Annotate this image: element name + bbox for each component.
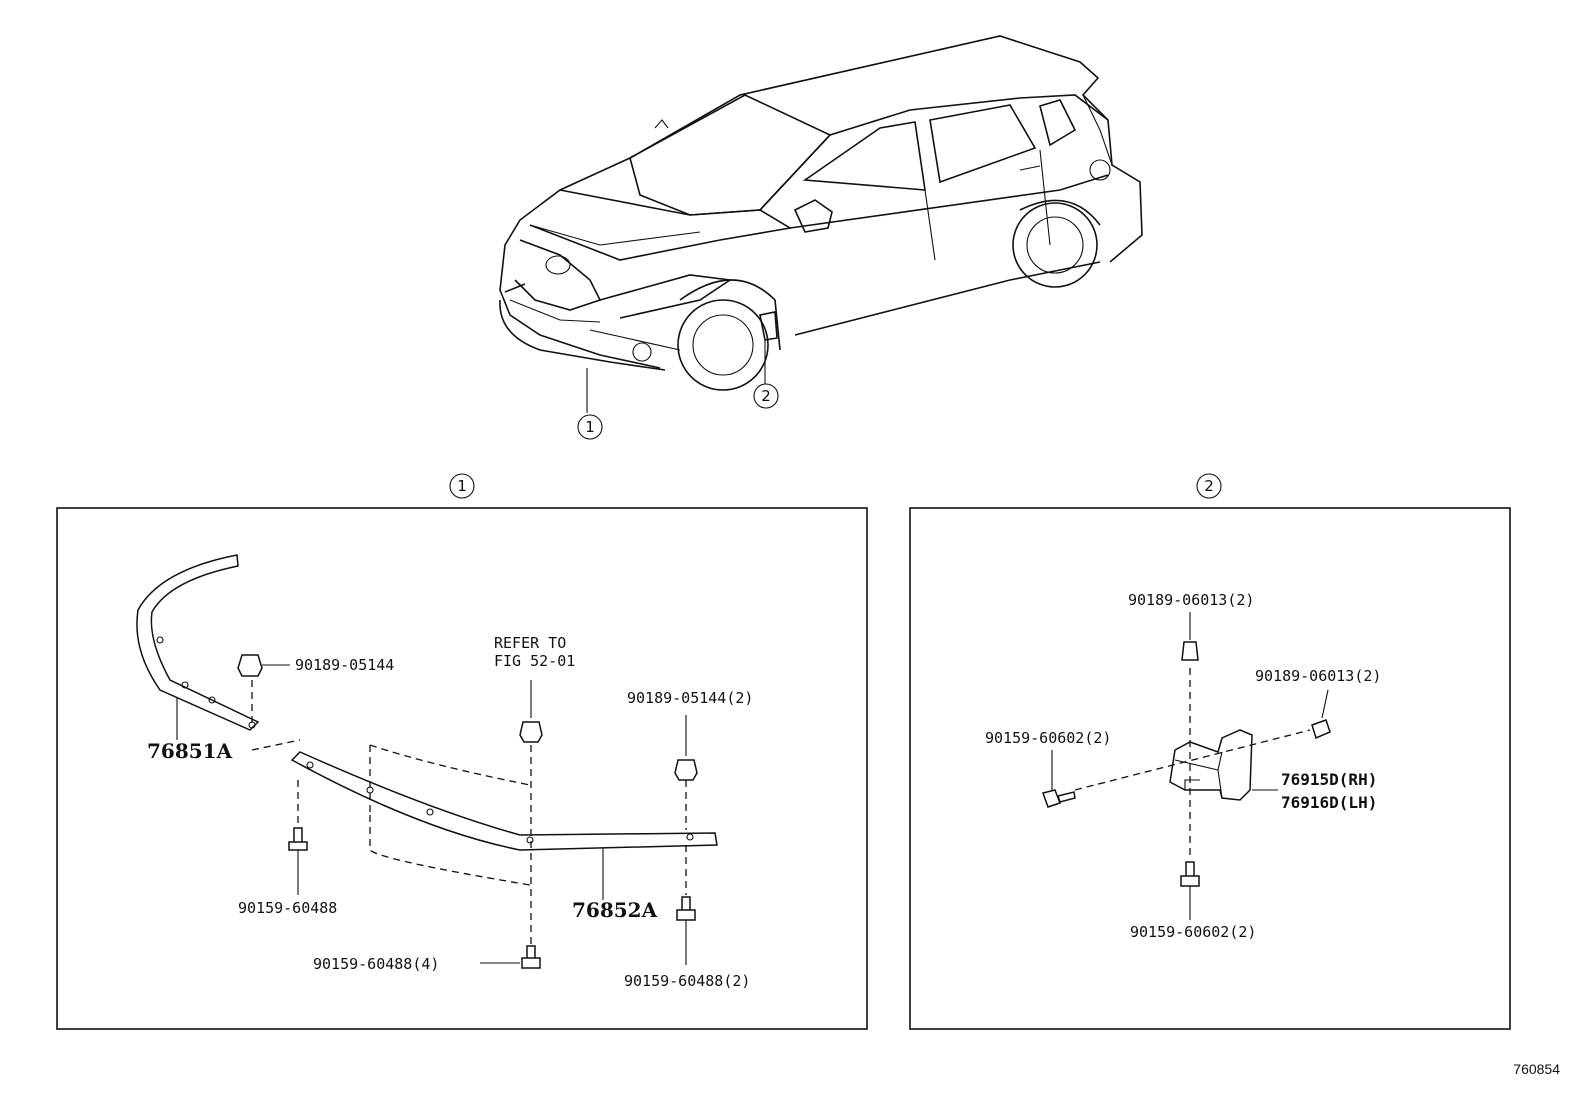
svg-text:1: 1: [457, 477, 467, 495]
nut-right-icon: [1311, 689, 1331, 740]
svg-text:2: 2: [761, 387, 771, 405]
label-76916d-lh: 76916D(LH): [1281, 793, 1377, 812]
panel-2-frame: [909, 507, 1511, 1030]
clip-refer-icon: [519, 680, 543, 743]
label-nut-top: 90189-06013(2): [1128, 591, 1254, 609]
label-refer-line2: FIG 52-01: [494, 652, 575, 670]
part-76852a-shape: [290, 751, 718, 900]
label-screw-a: 90159-60488: [238, 899, 337, 917]
label-76851a: 76851A: [147, 739, 233, 763]
vehicle-illustration: [499, 35, 1143, 413]
label-nut-right: 90189-06013(2): [1255, 667, 1381, 685]
screw-left-icon: [1042, 750, 1076, 808]
label-refer-line1: REFER TO: [494, 634, 566, 652]
clip-90189-05144-2-icon: [674, 715, 698, 781]
svg-text:1: 1: [585, 418, 595, 436]
clip-90189-05144-icon: [237, 654, 290, 677]
vehicle-callout-2: 2: [753, 383, 779, 409]
label-clip-a: 90189-05144: [295, 656, 394, 674]
label-clip-b: 90189-05144(2): [627, 689, 753, 707]
label-76852a: 76852A: [572, 898, 658, 922]
screw-90159-60488-4-icon: [480, 945, 541, 969]
label-76915d-rh: 76915D(RH): [1281, 770, 1377, 789]
label-screw-left: 90159-60602(2): [985, 729, 1111, 747]
mudguard-76915d-shape: [1169, 729, 1278, 801]
figure-id: 760854: [1513, 1061, 1560, 1077]
screw-90159-60488-2-icon: [676, 896, 696, 965]
nut-top-icon: [1181, 612, 1199, 661]
panel-1-title: 1: [449, 473, 475, 499]
label-screw-b: 90159-60488(4): [313, 955, 439, 973]
label-screw-c: 90159-60488(2): [624, 972, 750, 990]
screw-bottom-icon: [1180, 861, 1200, 920]
vehicle-callout-1: 1: [577, 414, 603, 440]
label-screw-bottom: 90159-60602(2): [1130, 923, 1256, 941]
screw-90159-60488-icon: [288, 827, 308, 895]
part-76851a-shape: [136, 554, 260, 740]
panel-1-frame: [56, 507, 868, 1030]
panel-2-title: 2: [1196, 473, 1222, 499]
svg-text:2: 2: [1204, 477, 1214, 495]
